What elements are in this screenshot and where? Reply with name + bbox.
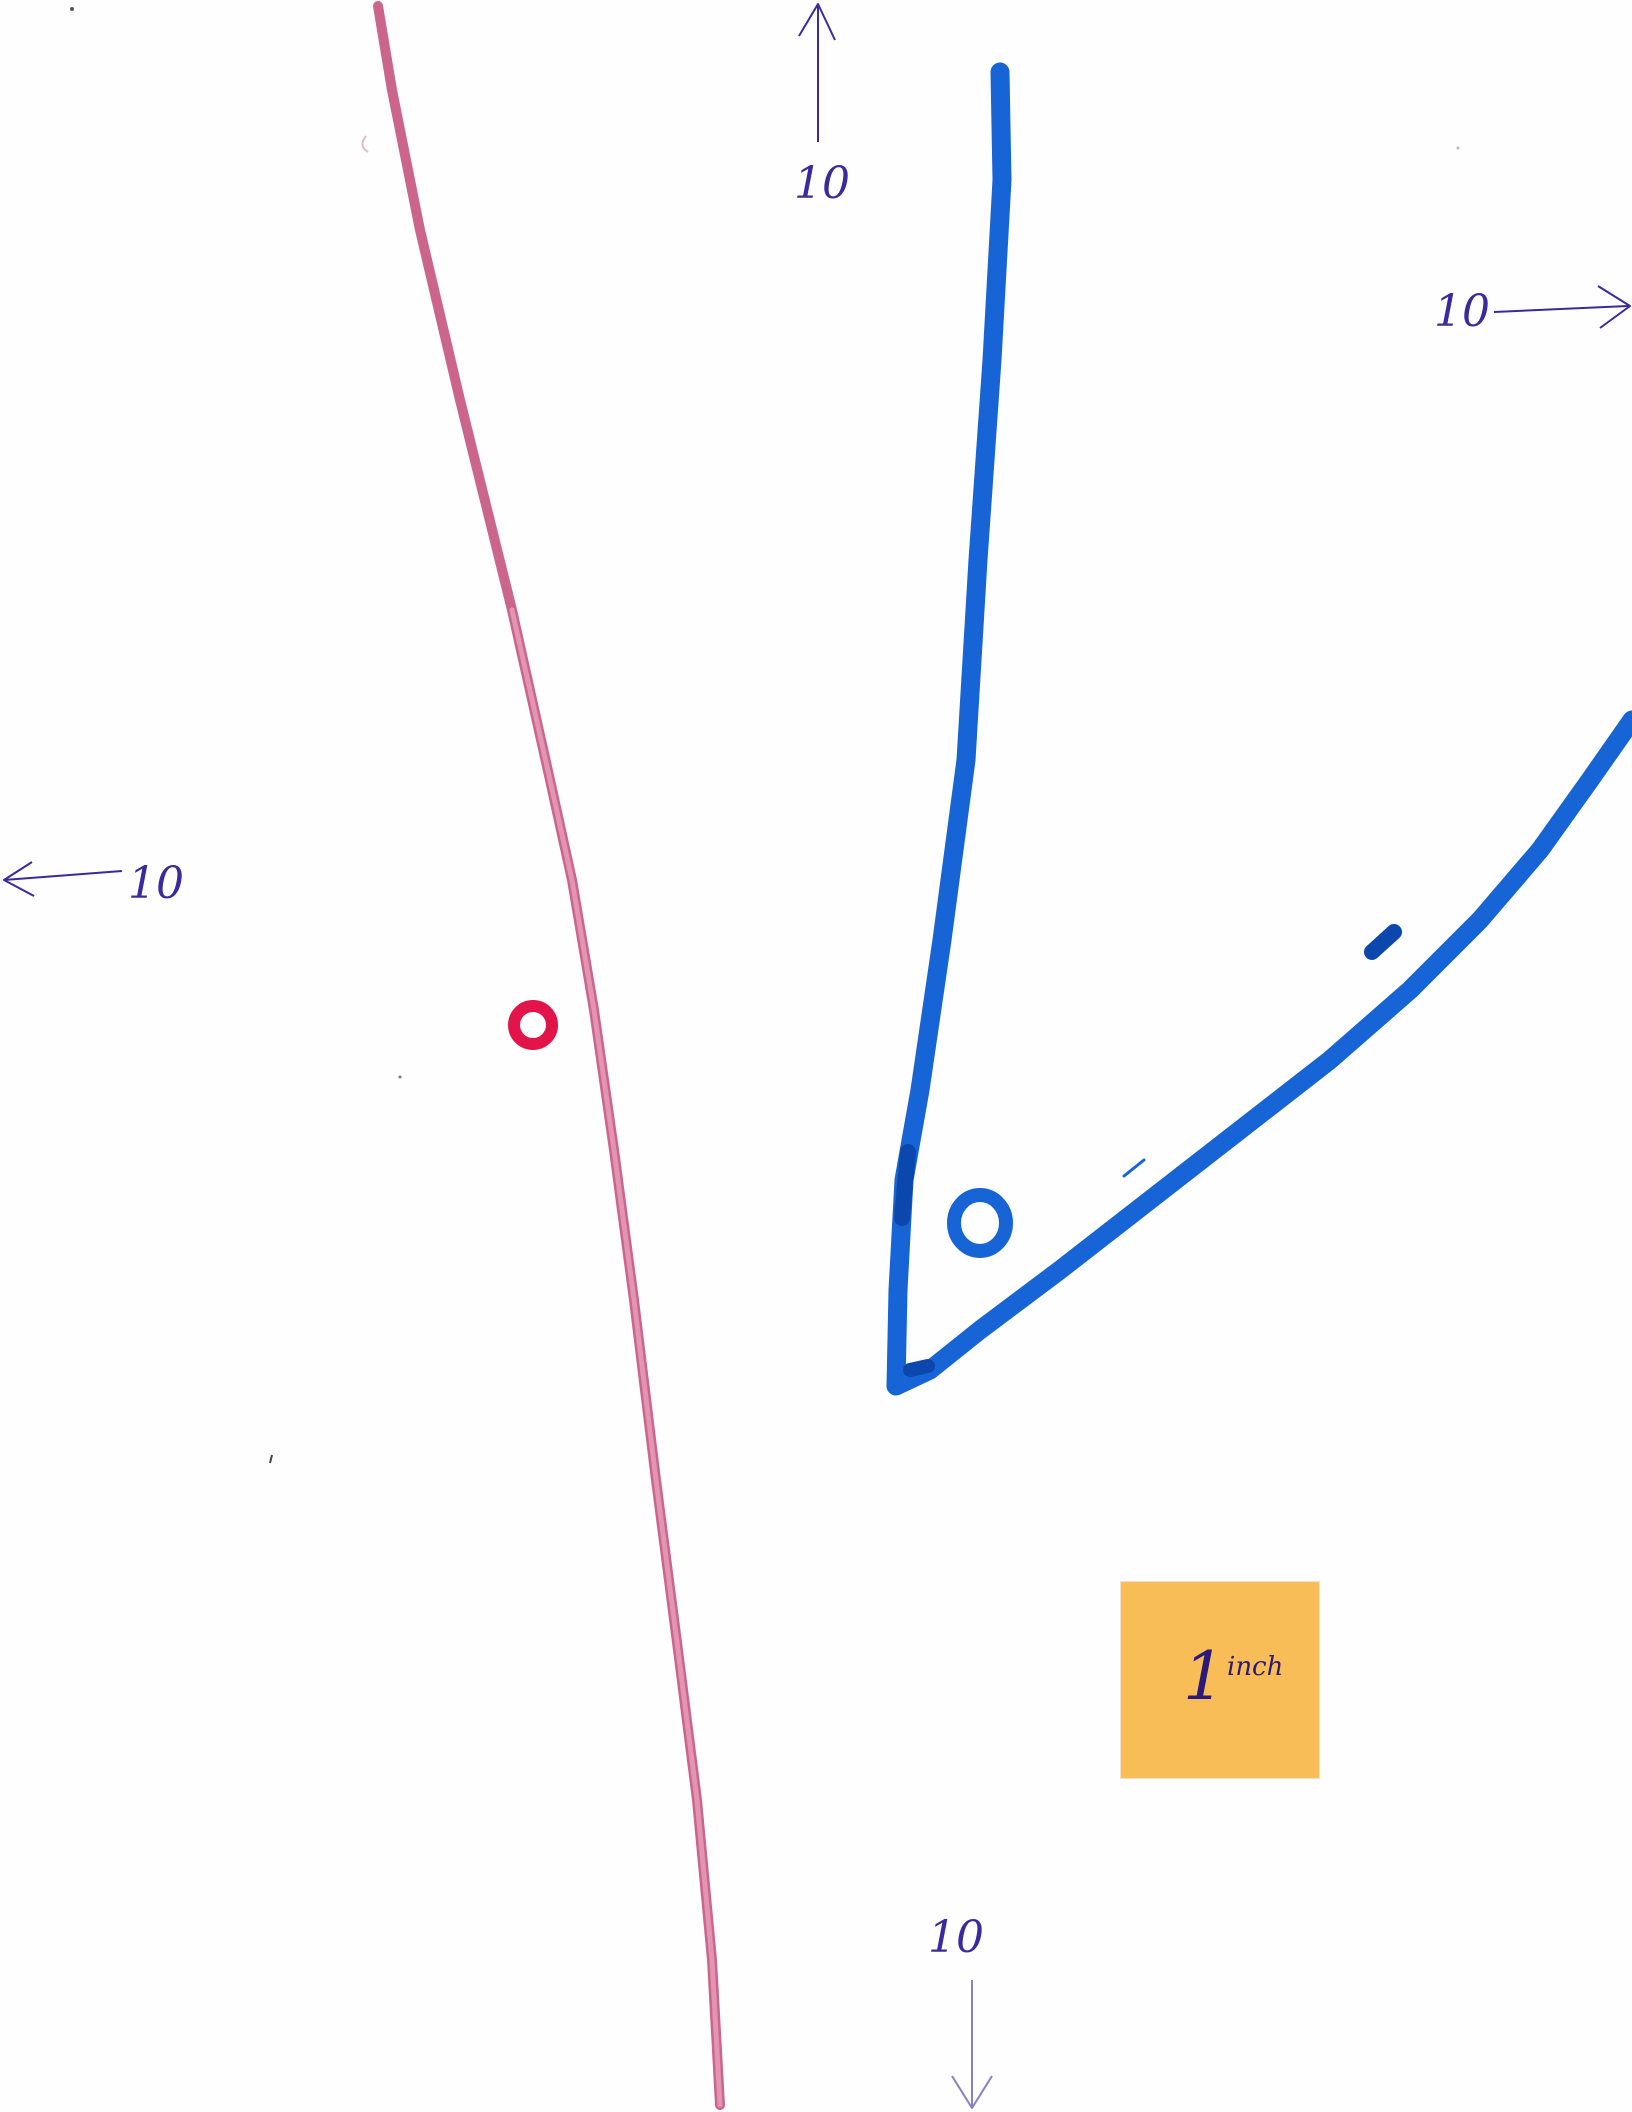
- red-line-faded-overlay: [509, 607, 723, 2108]
- blue-stray-mark: [1122, 1158, 1146, 1178]
- scale-note-number: 1: [1183, 1638, 1225, 1715]
- left-distance-label: 10: [128, 858, 184, 909]
- bottom-direction-arrow: [951, 1980, 993, 2109]
- stray-speck: [398, 1075, 402, 1079]
- stray-speck: [361, 135, 369, 153]
- blue-tick-arm: [1364, 924, 1402, 960]
- blue-tick-vertex: [903, 1359, 935, 1377]
- scale-note-unit: inch: [1227, 1652, 1284, 1682]
- left-direction-arrow: [3, 861, 123, 897]
- scale-sticky-note: 1inch: [1121, 1582, 1319, 1778]
- red-circle-marker: o: [508, 1000, 558, 1050]
- blue-tick-stem: [894, 1144, 916, 1226]
- right-direction-arrow: [1493, 285, 1631, 329]
- stray-speck: [269, 1454, 273, 1464]
- blue-marker-text: o: [980, 1222, 981, 1224]
- red-marker-text: o: [533, 1024, 534, 1026]
- stray-speck: [1456, 146, 1460, 150]
- blue-circle-marker: o: [947, 1188, 1013, 1258]
- blue-v-shape: [886, 62, 1632, 1396]
- scale-note-label: 1inch: [1183, 1644, 1283, 1710]
- red-curved-line: [373, 1, 725, 2110]
- right-distance-label: 10: [1434, 286, 1490, 337]
- top-direction-arrow: [798, 3, 836, 142]
- bottom-distance-label: 10: [928, 1912, 984, 1963]
- top-distance-label: 10: [794, 158, 850, 209]
- stray-speck: [70, 7, 74, 11]
